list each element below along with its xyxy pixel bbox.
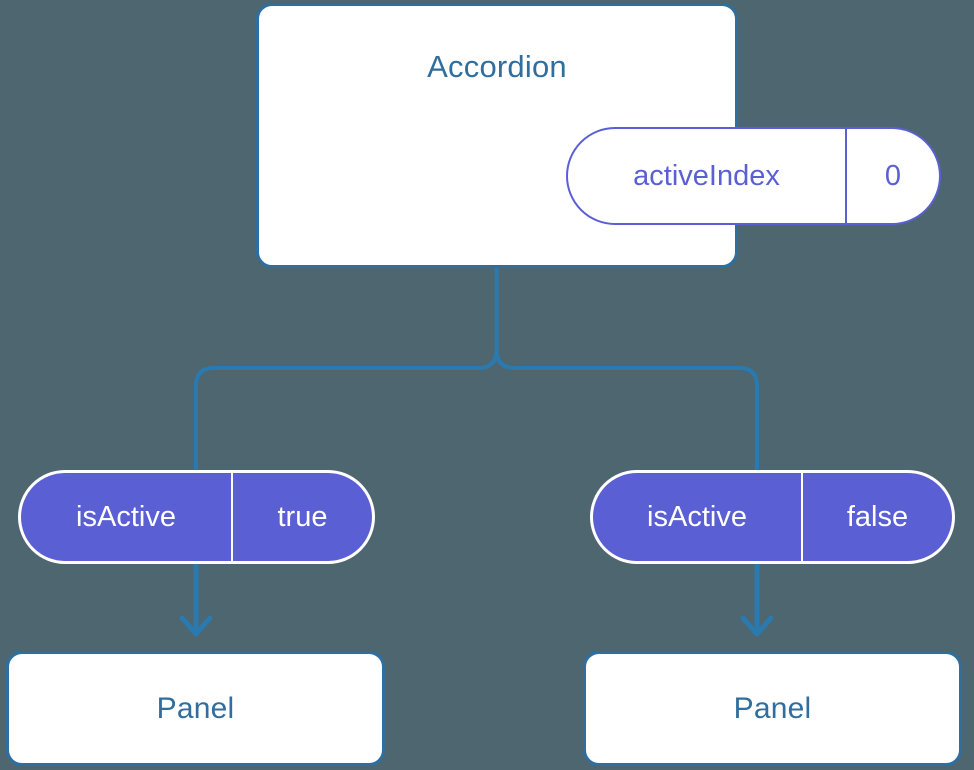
prop-pill-key: isActive	[21, 473, 233, 561]
state-pill-value: 0	[884, 159, 902, 192]
prop-pill-value: false	[846, 500, 909, 533]
state-pill-active-index[interactable]: activeIndex 0	[566, 127, 941, 225]
prop-pill-key: isActive	[593, 473, 803, 561]
prop-pill-value: true	[277, 500, 328, 533]
component-node-accordion[interactable]: Accordion activeIndex 0	[256, 3, 941, 268]
component-node-panel-right[interactable]: Panel	[583, 651, 962, 766]
state-pill-key: activeIndex	[568, 129, 847, 223]
prop-pill-is-active-false[interactable]: isActive false	[590, 470, 955, 564]
prop-pill-is-active-true[interactable]: isActive true	[18, 470, 375, 564]
component-title-panel-right: Panel	[733, 691, 812, 725]
component-node-panel-left[interactable]: Panel	[6, 651, 385, 766]
component-title-accordion: Accordion	[427, 49, 567, 84]
component-title-panel-left: Panel	[156, 691, 235, 725]
